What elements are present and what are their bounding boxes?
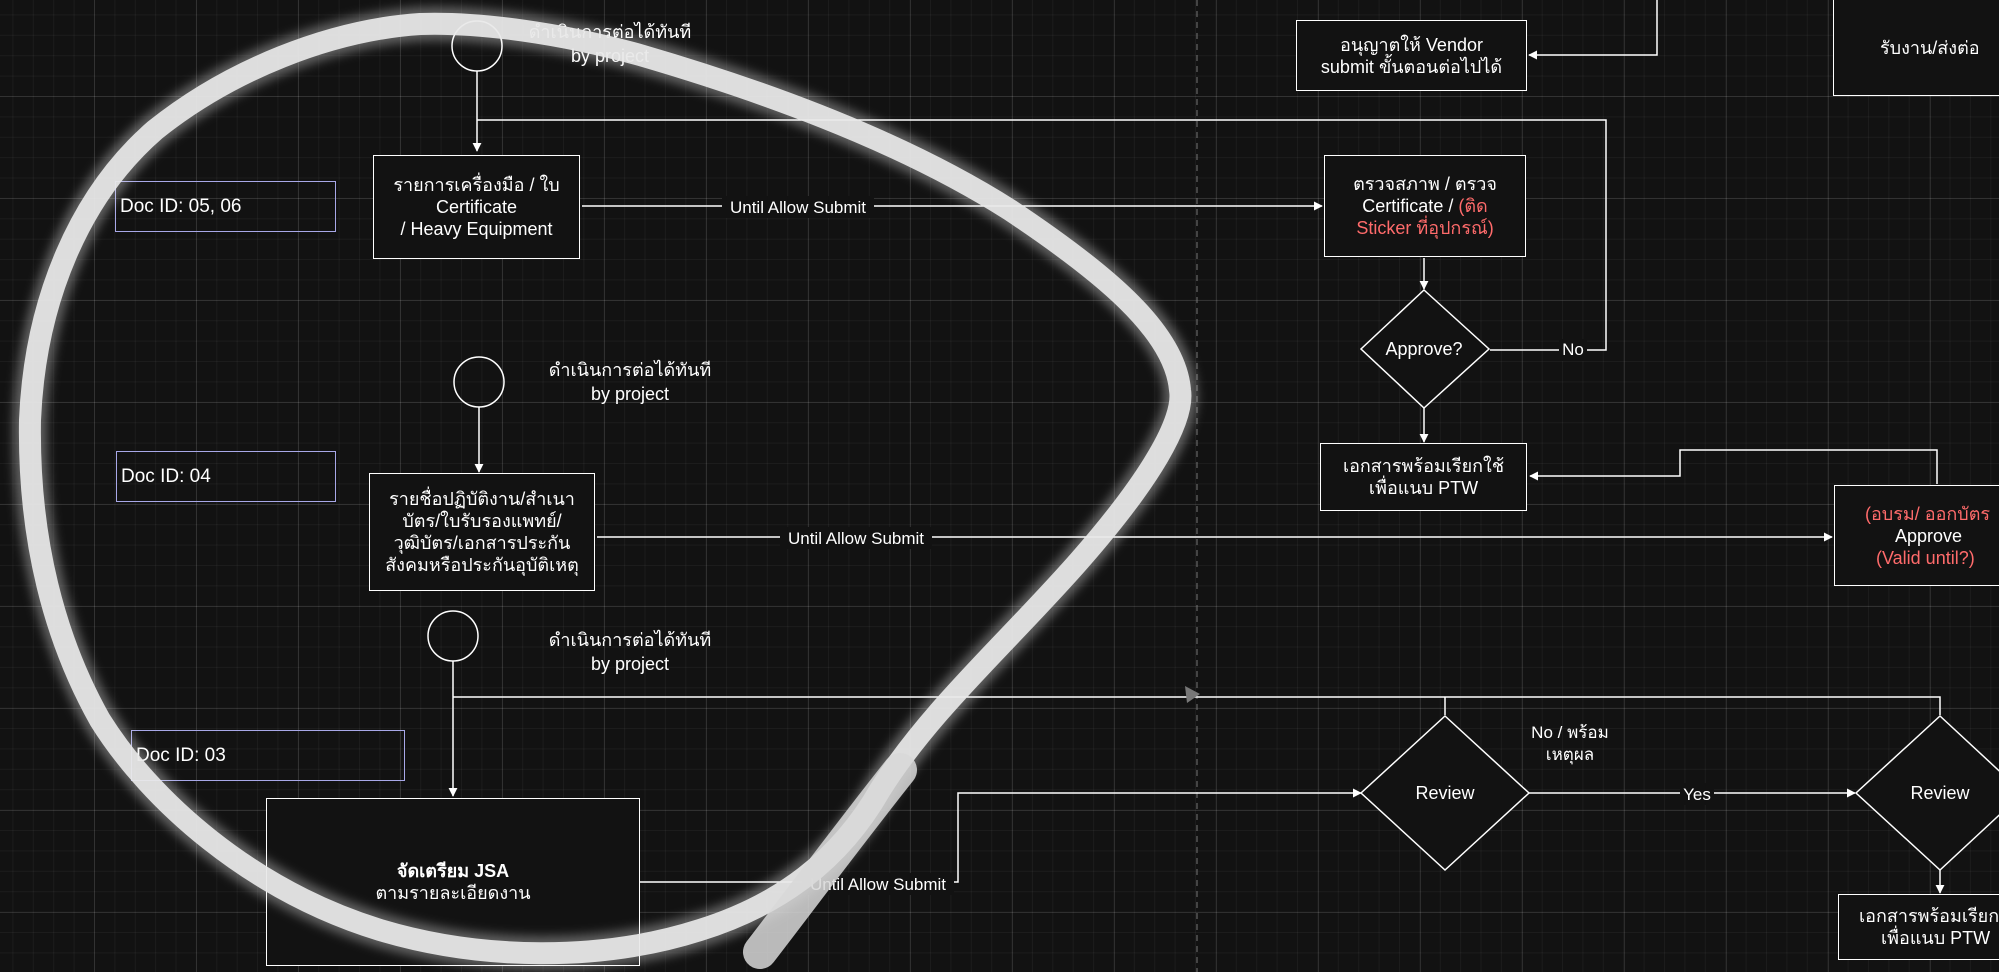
scribble-tail bbox=[743, 753, 917, 969]
decision-review-2-label: Review bbox=[1910, 783, 1970, 803]
receive-forward-box[interactable]: รับงาน/ส่งต่อ bbox=[1833, 0, 1999, 96]
start-note-2-line1: ดำเนินการต่อได้ทันที bbox=[548, 360, 712, 380]
edge-label-until-3: Until Allow Submit bbox=[810, 875, 946, 894]
edge-label-no-ready-2: เหตุผล bbox=[1546, 745, 1594, 765]
vendor-line2: submit ขั้นตอนต่อไปได้ bbox=[1320, 56, 1503, 77]
decision-review-1[interactable] bbox=[1359, 714, 1531, 872]
ready-document-box-2[interactable]: เอกสารพร้อมเรียก เพื่อแนบ PTW bbox=[1838, 894, 1999, 960]
tools-line3: / Heavy Equipment bbox=[400, 219, 553, 239]
training-line2: Approve bbox=[1895, 525, 1963, 546]
worker-line4: สังคมหรือประกันอุบัติเหตุ bbox=[385, 555, 579, 575]
inspect-line1: ตรวจสภาพ / ตรวจ bbox=[1353, 174, 1497, 194]
ready-line1: เอกสารพร้อมเรียกใช้ bbox=[1342, 456, 1505, 476]
start-note-3: ดำเนินการต่อได้ทันที by project bbox=[540, 628, 720, 676]
edge-training-ready bbox=[1529, 449, 1938, 484]
decision-review-1-label: Review bbox=[1415, 783, 1475, 803]
edge-approve-no-loop bbox=[477, 119, 1607, 351]
tools-line1: รายการเครื่องมือ / ใบ bbox=[393, 175, 560, 195]
scribble-stroke bbox=[18, 12, 1192, 965]
ready-line2: เพื่อแนบ PTW bbox=[1368, 478, 1479, 498]
cursor-mark bbox=[1185, 686, 1200, 703]
doc-id-04: Doc ID: 04 bbox=[116, 451, 336, 502]
tools-line2: Certificate bbox=[435, 197, 518, 217]
tools-certificate-box[interactable]: รายการเครื่องมือ / ใบ Certificate / Heav… bbox=[373, 155, 580, 259]
edge-to-vendor bbox=[1528, 0, 1658, 60]
receive-label: รับงาน/ส่งต่อ bbox=[1880, 38, 1980, 58]
worker-line1: รายชื่อปฏิบัติงาน/สำเนา bbox=[389, 489, 575, 509]
ready-document-box[interactable]: เอกสารพร้อมเรียกใช้ เพื่อแนบ PTW bbox=[1320, 443, 1527, 511]
inspect-line2a: Certificate / bbox=[1362, 196, 1459, 216]
worker-line2: บัตร/ใบรับรองแพทย์/ bbox=[402, 511, 562, 531]
inspect-line3: Sticker ที่อุปกรณ์) bbox=[1356, 218, 1494, 238]
worker-line3: วุฒิบัตร/เอกสารประกัน bbox=[393, 533, 571, 553]
training-line3: (Valid until?) bbox=[1876, 547, 1975, 568]
edge-label-until-1: Until Allow Submit bbox=[730, 198, 866, 217]
training-line1: (อบรม/ ออกบัตร bbox=[1865, 503, 1991, 524]
decision-review-2[interactable] bbox=[1854, 714, 1999, 872]
scribble-glow bbox=[12, 6, 1198, 971]
inspect-line2b: (ติด bbox=[1458, 196, 1488, 216]
start-note-2-line2: by project bbox=[590, 384, 670, 404]
edge-label-yes: Yes bbox=[1683, 785, 1711, 804]
vendor-line1: อนุญาตให้ Vendor bbox=[1340, 34, 1483, 55]
start-note-3-line2: by project bbox=[590, 654, 670, 674]
worker-documents-box[interactable]: รายชื่อปฏิบัติงาน/สำเนา บัตร/ใบรับรองแพท… bbox=[369, 473, 595, 591]
edge-label-until-2: Until Allow Submit bbox=[788, 529, 924, 548]
allow-vendor-submit-box[interactable]: อนุญาตให้ Vendor submit ขั้นตอนต่อไปได้ bbox=[1296, 20, 1527, 91]
start-note-2: ดำเนินการต่อได้ทันที by project bbox=[540, 358, 720, 406]
inspect-line2: Certificate / (ติด bbox=[1362, 195, 1487, 217]
jsa-subtitle: ตามรายละเอียดงาน bbox=[375, 883, 531, 903]
doc-id-05-06: Doc ID: 05, 06 bbox=[115, 181, 336, 232]
start-note-3-line1: ดำเนินการต่อได้ทันที bbox=[548, 630, 712, 650]
edge-label-no: No bbox=[1562, 340, 1584, 359]
decision-approve-label: Approve? bbox=[1385, 339, 1462, 359]
ready2-line2: เพื่อแนบ PTW bbox=[1881, 928, 1991, 948]
jsa-title: จัดเตรียม JSA bbox=[396, 861, 510, 881]
decision-approve[interactable] bbox=[1359, 288, 1491, 410]
inspect-certificate-box[interactable]: ตรวจสภาพ / ตรวจ Certificate / (ติด Stick… bbox=[1324, 155, 1526, 257]
training-approve-box[interactable]: (อบรม/ ออกบัตร Approve (Valid until?) bbox=[1834, 485, 1999, 586]
edge-label-no-ready-1: No / พร้อม bbox=[1531, 723, 1609, 742]
ready2-line1: เอกสารพร้อมเรียก bbox=[1859, 906, 1999, 926]
